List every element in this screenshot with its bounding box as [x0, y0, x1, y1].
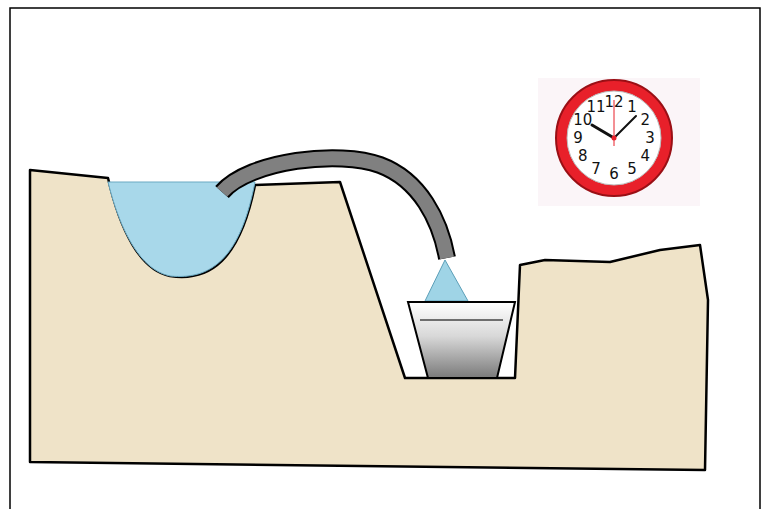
ground	[30, 170, 708, 470]
siphon-tube-outline	[222, 158, 447, 258]
clock-background	[538, 78, 700, 206]
clock-pivot	[612, 136, 617, 141]
clock-numeral: 6	[609, 167, 619, 182]
clock-numeral: 5	[627, 162, 637, 177]
water-pool	[108, 182, 255, 276]
clock-rim	[556, 80, 672, 196]
clock-numeral: 10	[573, 113, 592, 128]
clock-numeral: 12	[604, 95, 623, 110]
clock-face	[567, 91, 661, 185]
clock-numeral: 9	[573, 131, 583, 146]
clock-numeral: 4	[640, 149, 650, 164]
clock-numeral: 8	[578, 149, 588, 164]
minute-hand	[614, 116, 636, 138]
clock-numeral: 7	[591, 162, 601, 177]
water-stream	[425, 260, 468, 301]
clock-numeral: 3	[645, 131, 655, 146]
clock-numeral: 2	[640, 113, 650, 128]
clock-numeral: 11	[586, 99, 605, 114]
bucket-rim	[420, 319, 503, 321]
frame	[10, 8, 760, 509]
hour-hand	[592, 125, 614, 138]
siphon-tube	[222, 158, 447, 258]
bucket	[408, 302, 515, 378]
clock-numeral: 1	[627, 99, 637, 114]
